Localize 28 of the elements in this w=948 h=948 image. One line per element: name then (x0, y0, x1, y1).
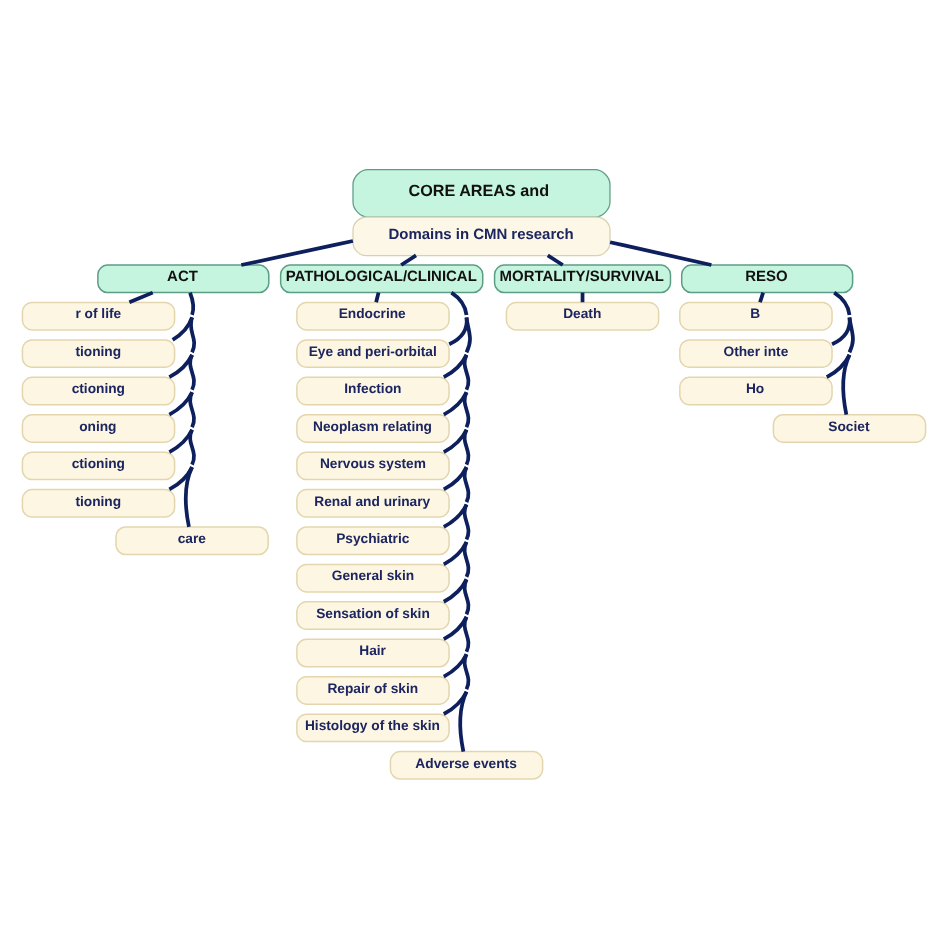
connector (400, 253, 418, 267)
connector (442, 317, 472, 379)
connector (442, 429, 471, 492)
connector (758, 292, 765, 303)
connector (442, 578, 471, 641)
connector (171, 292, 196, 342)
connector (168, 316, 197, 379)
connector (442, 653, 471, 716)
connector (442, 391, 471, 454)
connector (831, 291, 852, 346)
connector (374, 292, 381, 303)
connector (442, 541, 471, 604)
connector (168, 354, 196, 417)
connector (448, 291, 469, 346)
connector (609, 240, 712, 267)
connector (442, 354, 471, 417)
connector (841, 354, 852, 416)
connector (458, 690, 469, 752)
connector (442, 466, 471, 529)
connector (442, 616, 471, 679)
connector (168, 429, 196, 492)
connector (240, 239, 354, 267)
connector (825, 317, 855, 379)
connector (546, 253, 564, 267)
connector (128, 290, 154, 304)
connector (184, 466, 194, 528)
connector (442, 503, 471, 566)
connector (168, 391, 196, 454)
